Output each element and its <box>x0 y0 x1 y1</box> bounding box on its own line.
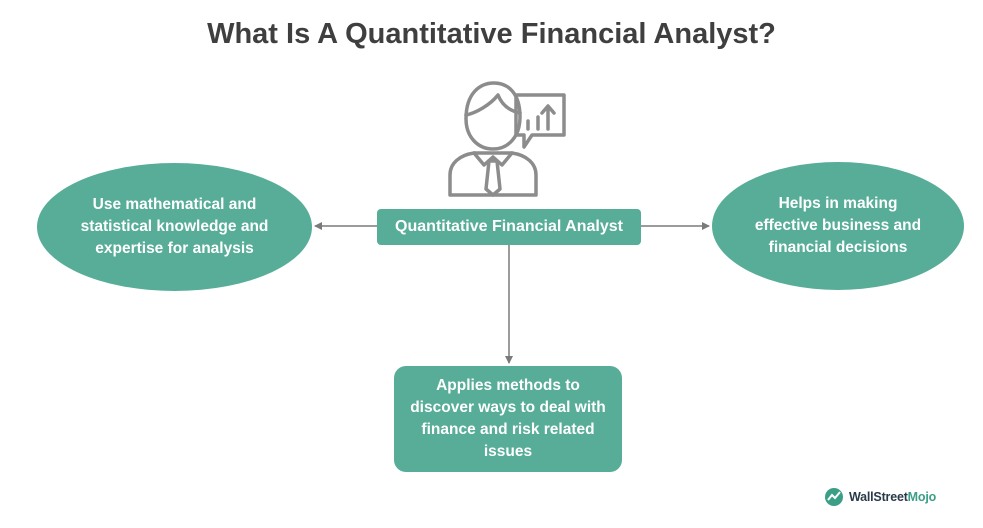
bottom-branch-node: Applies methods to discover ways to deal… <box>394 366 622 472</box>
brand-name: WallStreetMojo <box>849 490 937 504</box>
left-branch-node: Use mathematical and statistical knowled… <box>37 163 312 291</box>
right-branch-node: Helps in making effective business and f… <box>712 162 964 290</box>
analyst-icon <box>448 81 566 197</box>
center-node: Quantitative Financial Analyst <box>377 209 641 245</box>
brand-logo: WallStreetMojo <box>823 486 936 508</box>
brand-logo-icon <box>825 488 843 506</box>
page-title: What Is A Quantitative Financial Analyst… <box>207 18 776 50</box>
